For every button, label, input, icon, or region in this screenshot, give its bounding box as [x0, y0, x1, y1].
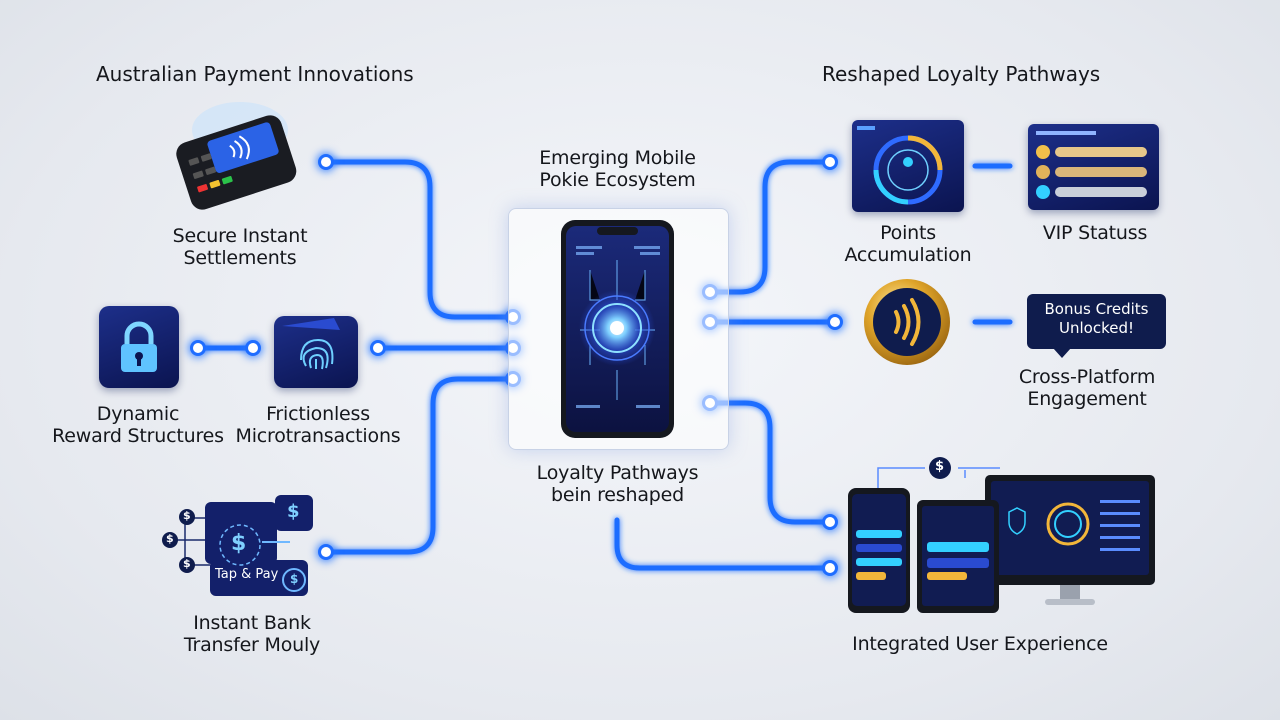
line-bank: [323, 376, 516, 555]
dollar-icon: $: [935, 459, 945, 474]
center-title: Emerging Mobile Pokie Ecosystem: [500, 147, 735, 191]
label-line: Settlements: [183, 247, 297, 269]
line-points: [707, 159, 833, 295]
points-dial-icon: [857, 126, 943, 205]
label-line: Transfer Mouly: [183, 634, 321, 656]
points-dial-tile: [852, 120, 964, 212]
center-caption-line2: bein reshaped: [551, 484, 684, 506]
frictionless-label: Frictionless Microtransactions: [228, 403, 408, 447]
label-line: Accumulation: [844, 244, 972, 266]
node: [370, 340, 386, 356]
dollar-icon: $: [166, 532, 174, 545]
vip-status-tile: [1028, 124, 1159, 210]
label-line: Points: [880, 222, 936, 244]
dollar-icon: $: [287, 501, 300, 522]
node: [822, 154, 838, 170]
bank-transfer-label: Instant Bank Transfer Mouly: [162, 612, 342, 656]
label-line: Reward Structures: [52, 425, 224, 447]
secure-settlements-label: Secure Instant Settlements: [150, 225, 330, 269]
lock-icon: [121, 321, 157, 372]
node: [318, 154, 334, 170]
line-secure: [323, 159, 516, 320]
label-line: Instant Bank: [193, 612, 311, 634]
line-integrated: [707, 400, 833, 525]
fingerprint-wallet-icon: [282, 318, 340, 370]
node: [318, 544, 334, 560]
dollar-icon: $: [290, 572, 299, 586]
lock-tile: [99, 306, 179, 388]
tap-pay-label: Tap & Pay: [215, 567, 279, 582]
label-line: Engagement: [1027, 388, 1147, 410]
right-header: Reshaped Loyalty Pathways: [822, 62, 1101, 86]
dynamic-reward-label: Dynamic Reward Structures: [48, 403, 228, 447]
node: [827, 314, 843, 330]
center-title-line2: Pokie Ecosystem: [539, 169, 696, 191]
dollar-icon: $: [183, 509, 191, 522]
label-line: Frictionless: [266, 403, 370, 425]
center-caption-line1: Loyalty Pathways: [536, 462, 699, 484]
line-caption: [614, 517, 833, 571]
dollar-icon: $: [183, 557, 191, 570]
node: [822, 560, 838, 576]
bubble-line: Unlocked!: [1059, 319, 1134, 337]
bonus-credits-bubble: Bonus Credits Unlocked!: [1027, 294, 1166, 358]
label-line: Microtransactions: [235, 425, 401, 447]
node: [245, 340, 261, 356]
dollar-icon: $: [231, 531, 247, 556]
label-line: Dynamic: [96, 403, 180, 425]
left-header: Australian Payment Innovations: [96, 62, 414, 86]
label-line: Secure Instant: [172, 225, 308, 247]
center-caption: Loyalty Pathways bein reshaped: [500, 462, 735, 506]
points-accumulation-label: Points Accumulation: [818, 222, 998, 266]
vip-status-bars: [1036, 131, 1147, 199]
node: [190, 340, 206, 356]
center-title-line1: Emerging Mobile: [539, 147, 696, 169]
node: [822, 514, 838, 530]
integrated-ux-label: Integrated User Experience: [852, 633, 1108, 655]
bubble-line: Bonus Credits: [1044, 300, 1149, 318]
label-line: Cross-Platform: [1018, 366, 1156, 388]
vip-status-label: VIP Statuss: [1042, 222, 1148, 244]
wallet-tile: [274, 316, 358, 388]
cross-platform-label: Cross-Platform Engagement: [1002, 366, 1172, 410]
